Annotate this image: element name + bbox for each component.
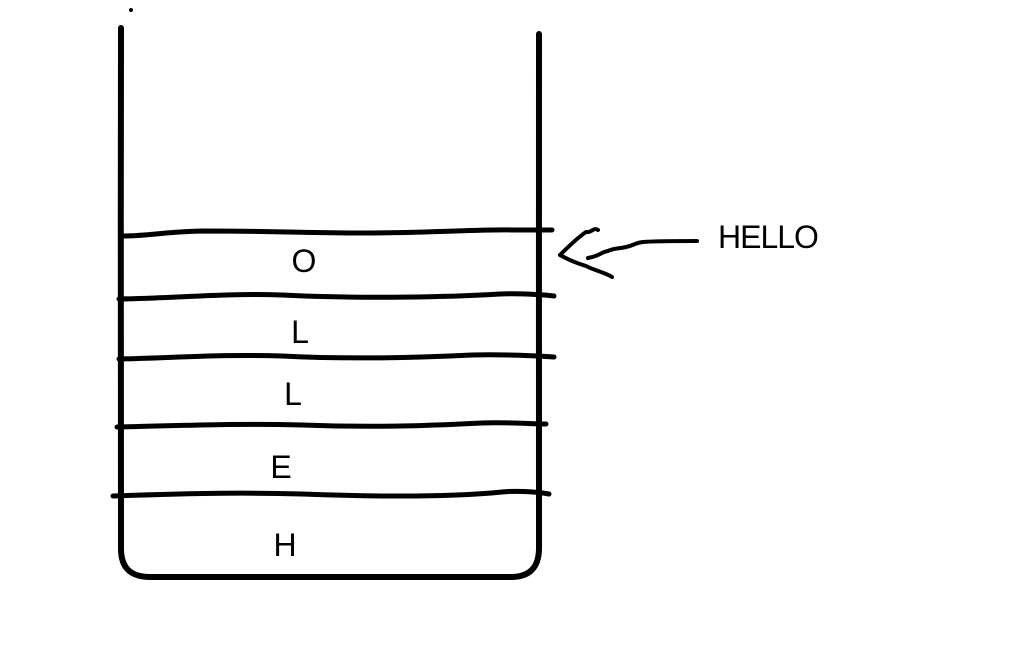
stack-cell-letter-l2: L bbox=[284, 376, 302, 412]
arrowhead-lower-stroke bbox=[558, 253, 614, 279]
annotation-hello-label: HELLO bbox=[718, 219, 819, 255]
stack-cell-letter-o: O bbox=[291, 243, 317, 279]
stack-cell-letter-e: E bbox=[270, 449, 292, 485]
cell-line-e-h bbox=[110, 488, 552, 499]
cell-line-o-l bbox=[116, 291, 557, 302]
cell-line-l-l bbox=[116, 352, 557, 362]
container-outline bbox=[117, 25, 543, 580]
cell-line-top-of-o bbox=[119, 227, 555, 239]
pen-dot bbox=[129, 8, 133, 12]
stack-cell-letter-h: H bbox=[273, 527, 297, 563]
cell-line-l-e bbox=[114, 420, 549, 430]
arrow-shaft bbox=[586, 239, 699, 260]
stack-cell-letter-l1: L bbox=[291, 314, 309, 350]
arrowhead-upper-stroke bbox=[558, 227, 600, 257]
